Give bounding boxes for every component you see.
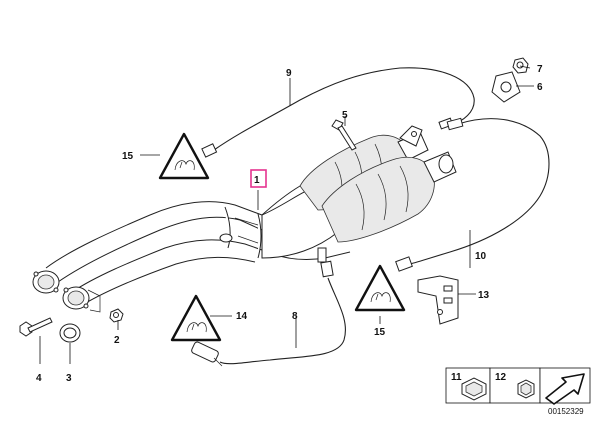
oxygen-sensor-10[interactable] [395, 117, 550, 272]
arrow-icon [545, 373, 585, 405]
nut-12[interactable] [517, 379, 535, 399]
cat-flange-upper[interactable] [399, 125, 423, 147]
highlight-box [250, 169, 267, 188]
bolt-5[interactable] [331, 119, 357, 151]
callout-3[interactable]: 3 [66, 373, 72, 384]
callout-14[interactable]: 14 [236, 311, 248, 322]
front-pipe-assembly[interactable] [45, 169, 351, 305]
callout-2[interactable]: 2 [114, 335, 120, 346]
warning-triangle-icon [354, 264, 406, 312]
callout-5[interactable]: 5 [342, 110, 348, 121]
legend-label-11: 11 [451, 372, 462, 383]
legend-label-12: 12 [495, 372, 507, 383]
clamp-11[interactable] [461, 377, 487, 401]
warning-triangle-icon [170, 294, 222, 342]
callout-15-upper[interactable]: 15 [122, 151, 134, 162]
callout-1[interactable]: 1 [254, 175, 260, 186]
callout-10[interactable]: 10 [475, 251, 487, 262]
catalytic-converter-lower[interactable] [321, 151, 457, 243]
callout-8[interactable]: 8 [292, 311, 298, 322]
nut-2[interactable] [109, 308, 124, 323]
bracket-13[interactable] [417, 275, 459, 325]
callout-13[interactable]: 13 [478, 290, 490, 301]
pipe-flange-lower[interactable] [62, 286, 101, 313]
gasket-ring-3[interactable] [59, 323, 81, 343]
oxygen-sensor-9[interactable] [201, 67, 475, 158]
warning-triangle-icon [158, 132, 210, 180]
callout-6[interactable]: 6 [537, 82, 543, 93]
legend-panel: 11 12 [445, 367, 591, 405]
oxygen-sensor-8[interactable] [191, 247, 346, 367]
bolt-4[interactable] [19, 317, 53, 337]
nut-7[interactable] [512, 57, 529, 74]
callout-4[interactable]: 4 [36, 373, 42, 384]
callout-9[interactable]: 9 [286, 68, 292, 79]
pipe-flange-upper[interactable] [32, 270, 60, 294]
document-number: 00152329 [548, 407, 584, 416]
gasket-6[interactable] [491, 71, 521, 103]
callout-15-lower[interactable]: 15 [374, 327, 386, 338]
callout-7[interactable]: 7 [537, 64, 543, 75]
